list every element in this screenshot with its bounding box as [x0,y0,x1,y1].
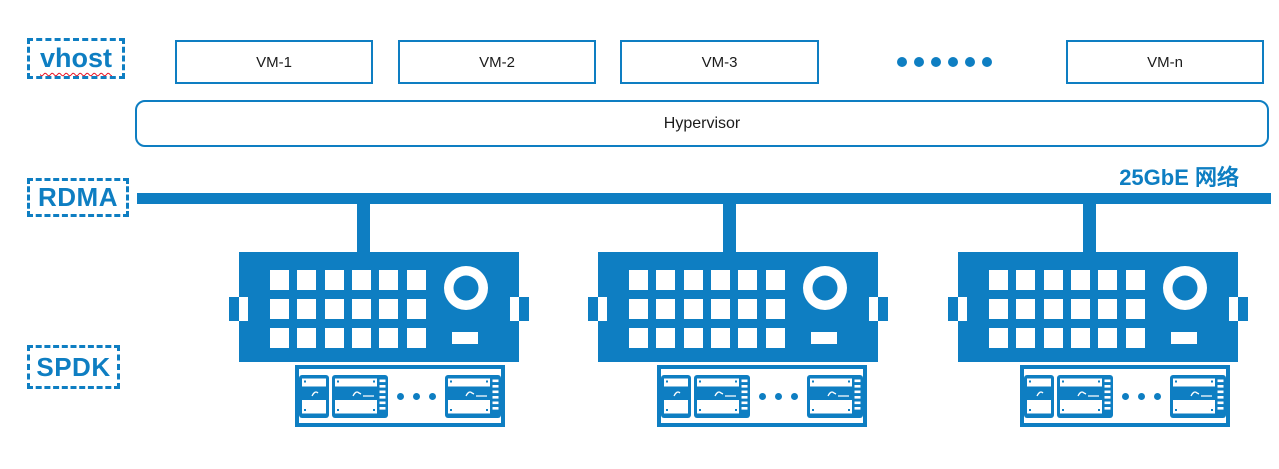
rdma-label: RDMA [27,178,129,217]
ssd-shelf-3 [1020,365,1230,427]
vm-n-label: VM-n [1147,53,1183,71]
hypervisor-label: Hypervisor [663,114,741,132]
vm-2-label: VM-2 [479,53,515,71]
ellipsis-dot [397,392,404,400]
ssd-drive-icon [1024,375,1054,418]
network-speed-label: 25GbE 网络 [1119,165,1239,190]
vhost-label: vhost [27,38,125,79]
ellipsis-dot [897,56,907,67]
ssd-drive-icon [1057,375,1113,418]
ellipsis-dot [791,392,798,400]
ellipsis-dot [1138,392,1145,400]
server-icon [229,252,529,362]
vm-3-label: VM-3 [701,53,738,71]
vhost-label-text: vhost [39,43,112,73]
ssd-ellipsis-dots [759,392,798,400]
ssd-shelf-2 [657,365,867,427]
vm-box-n: VM-n [1066,40,1264,84]
ellipsis-dot [413,392,420,400]
ellipsis-dot [1122,392,1129,400]
ellipsis-dot [759,392,766,400]
ssd-drive-icon [694,375,750,418]
ssd-ellipsis-dots [397,392,436,400]
ellipsis-dot [931,56,941,67]
rdma-label-text: RDMA [38,182,118,212]
vm-box-3: VM-3 [620,40,819,84]
network-drop-line-1 [357,198,370,254]
ssd-drive-icon [807,375,863,418]
ellipsis-dot [914,56,924,67]
spdk-label-text: SPDK [36,351,111,382]
ssd-shelf-1 [295,365,505,427]
server-icon [588,252,888,362]
server-icon [948,252,1248,362]
hypervisor-box: Hypervisor [135,100,1269,147]
ssd-drive-icon [1170,375,1226,418]
network-bus-line [137,193,1271,204]
vm-ellipsis-dots [897,56,992,67]
ellipsis-dot [775,392,782,400]
ssd-drive-icon [299,375,329,418]
network-drop-line-3 [1083,198,1096,254]
ellipsis-dot [982,56,992,67]
network-drop-line-2 [723,198,736,254]
ssd-drive-icon [445,375,501,418]
ellipsis-dot [429,392,436,400]
vm-1-label: VM-1 [256,53,292,71]
ssd-drive-icon [332,375,388,418]
ellipsis-dot [948,56,958,67]
ellipsis-dot [1154,392,1161,400]
spdk-label: SPDK [27,345,120,389]
ellipsis-dot [965,56,975,67]
ssd-drive-icon [661,375,691,418]
vm-box-2: VM-2 [398,40,596,84]
vm-box-1: VM-1 [175,40,373,84]
ssd-ellipsis-dots [1122,392,1161,400]
